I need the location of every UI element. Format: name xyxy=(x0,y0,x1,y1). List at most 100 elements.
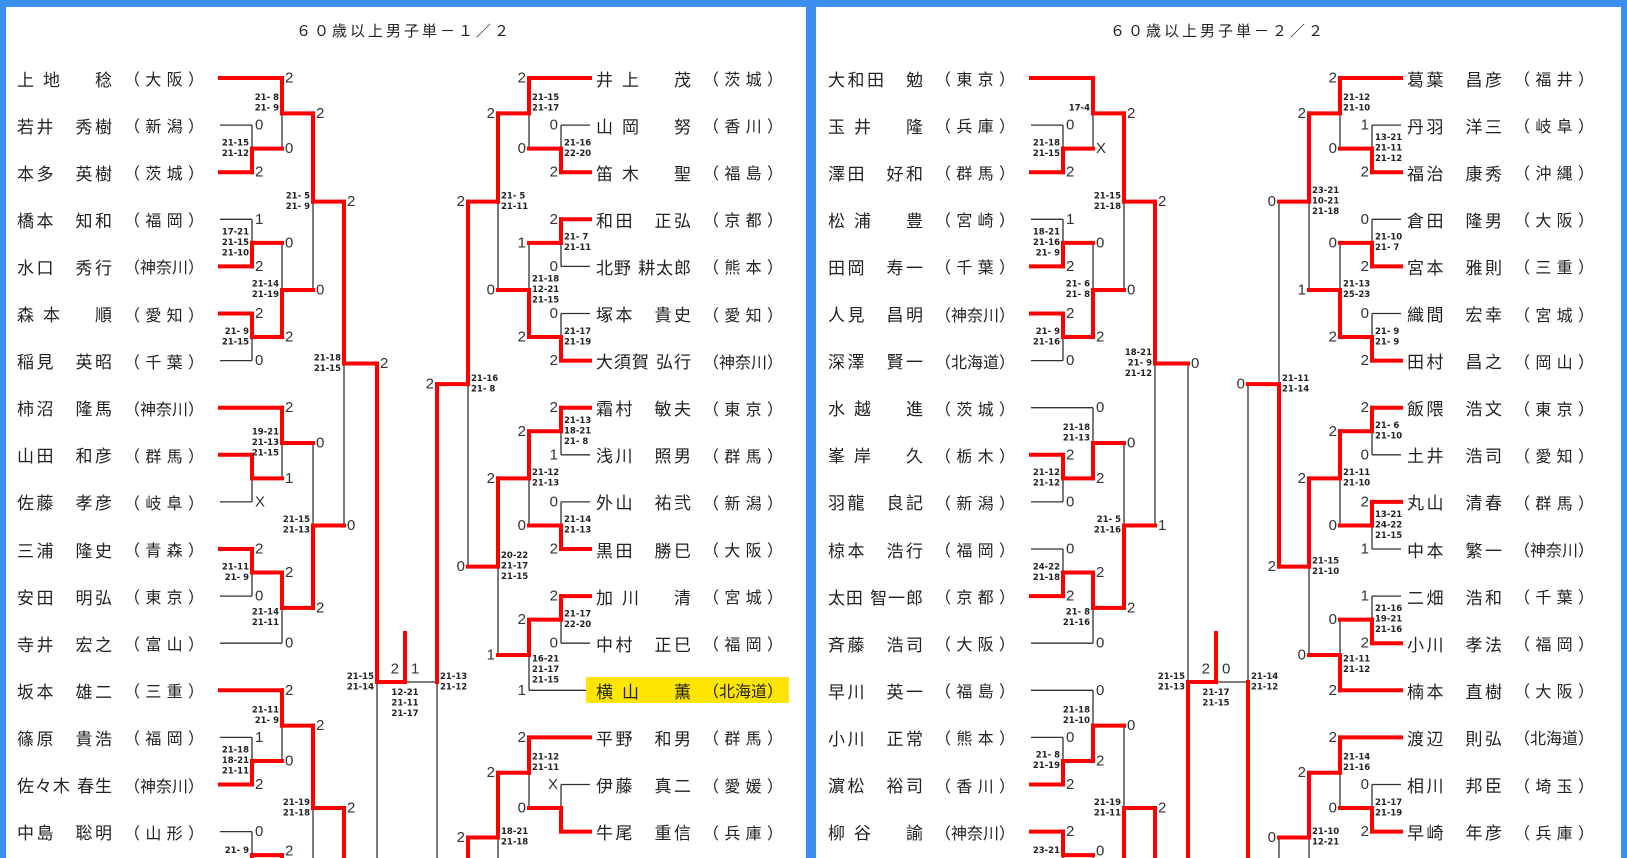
game-count: 2 xyxy=(1158,193,1166,210)
player-name: 山岡 努 xyxy=(596,117,691,138)
player-prefecture: （京都） xyxy=(703,211,783,231)
player-name: 伊藤 真二 xyxy=(596,777,691,797)
game-count: 2 xyxy=(1298,105,1306,122)
player-prefecture: （大阪） xyxy=(1514,682,1594,702)
game-count: 0 xyxy=(1066,729,1074,746)
game-count: 2 xyxy=(285,843,293,858)
player-name: 椋本 浩行 xyxy=(828,541,923,562)
match-score: 21-15 xyxy=(1375,531,1402,541)
player-prefecture: （宮城） xyxy=(1514,305,1594,325)
match-score: 21-16 xyxy=(1033,238,1060,248)
match-score: 21-11 xyxy=(252,705,279,715)
final-score: 21-15 xyxy=(1202,699,1229,709)
game-count: 2 xyxy=(1361,164,1369,181)
match-score: 21-12 xyxy=(1033,468,1060,478)
game-count: 0 xyxy=(1329,517,1337,534)
game-count: 0 xyxy=(550,117,558,134)
game-count: 2 xyxy=(1268,558,1276,575)
player-name: 葛葉 昌彦 xyxy=(1407,70,1502,91)
game-count: 0 xyxy=(518,517,526,534)
game-count: 0 xyxy=(1361,211,1369,228)
player-prefecture: （福岡） xyxy=(935,541,1015,560)
game-count: 2 xyxy=(1329,423,1337,440)
game-count: X xyxy=(1096,140,1106,157)
player-name: 大和田 勉 xyxy=(828,70,923,91)
match-score: 21-17 xyxy=(501,562,528,572)
match-score: 21-12 xyxy=(1125,369,1152,379)
match-score: 21-14 xyxy=(1251,672,1278,682)
game-count: 2 xyxy=(426,376,434,393)
match-score: 18-21 xyxy=(1033,227,1060,237)
match-score: 24-22 xyxy=(1033,562,1060,572)
match-score: 21-10 xyxy=(1063,716,1090,726)
match-score-block: 21- 521- 9 xyxy=(286,191,310,212)
player-prefecture: （福島） xyxy=(703,164,783,184)
game-count: 2 xyxy=(1361,258,1369,275)
player-entry: 上地 稔（大阪） xyxy=(17,65,204,91)
player-entry: 田村 昌之（岡山） xyxy=(1407,348,1594,374)
player-entry: 稲見 英昭（千葉） xyxy=(17,348,204,374)
game-count: 0 xyxy=(1096,399,1104,416)
player-name: 小川 正常 xyxy=(828,729,923,750)
match-score: 21-17 xyxy=(532,665,559,675)
game-count: 0 xyxy=(1096,843,1104,858)
match-score: 21-16 xyxy=(1343,763,1370,773)
game-count: 2 xyxy=(487,105,495,122)
match-score: 21- 6 xyxy=(1066,280,1090,290)
match-score: 21-10 xyxy=(1343,479,1370,489)
game-count: 0 xyxy=(1237,376,1245,393)
match-score: 18-21 xyxy=(501,827,528,837)
match-score: 21-11 xyxy=(1094,808,1121,818)
match-score: 21- 9 xyxy=(255,716,279,726)
game-count: 2 xyxy=(518,70,526,87)
match-score: 21-10 xyxy=(1375,233,1402,243)
game-count: 2 xyxy=(1329,70,1337,87)
player-entry: 斉藤 浩司（大阪） xyxy=(828,630,1015,656)
player-prefecture: （山形） xyxy=(124,823,204,843)
match-score: 21- 8 xyxy=(564,437,588,447)
match-score: 21-10 xyxy=(1312,827,1339,837)
player-prefecture: （熊本） xyxy=(935,729,1015,749)
match-score: 21-18 xyxy=(1094,202,1121,212)
player-entry: 牛尾 重信（兵庫） xyxy=(596,819,783,845)
match-score: 18-21 xyxy=(1125,348,1152,358)
game-count: 0 xyxy=(1096,682,1104,699)
final-count: 1 xyxy=(411,661,419,678)
player-prefecture: （沖縄） xyxy=(1514,164,1594,184)
player-name: 上地 稔 xyxy=(17,70,112,91)
player-name: 田岡 寿一 xyxy=(828,258,923,279)
player-name: 田村 昌之 xyxy=(1407,353,1502,374)
game-count: 2 xyxy=(255,305,263,322)
match-score: 21-13 xyxy=(532,479,559,489)
player-name: 柳谷 諭 xyxy=(828,824,923,845)
player-name: 牛尾 重信 xyxy=(596,824,691,845)
match-score: 17-4 xyxy=(1069,103,1090,113)
player-entry: 倉田 隆男（大阪） xyxy=(1407,206,1594,232)
player-prefecture: （愛知） xyxy=(124,305,204,325)
player-prefecture: （東京） xyxy=(703,399,783,419)
game-count: 2 xyxy=(457,193,465,210)
match-score: 12-21 xyxy=(532,285,559,295)
match-score: 21- 8 xyxy=(471,384,495,394)
player-name: 外山 祐弐 xyxy=(596,494,691,515)
match-score: 21-15 xyxy=(222,138,249,148)
player-entry: 若井 秀樹（新潟） xyxy=(17,112,204,138)
match-score: 21-12 xyxy=(532,752,559,762)
player-name: 平野 和男 xyxy=(596,729,691,750)
player-entry: 黒田 勝巳（大阪） xyxy=(596,536,783,562)
match-score: 21-11 xyxy=(532,763,559,773)
game-count: 0 xyxy=(316,281,324,298)
match-score: 20-22 xyxy=(501,551,528,561)
player-name: 福治 康秀 xyxy=(1407,164,1502,185)
game-count: 1 xyxy=(1361,541,1369,558)
game-count: 2 xyxy=(457,829,465,846)
player-entry: 丹羽 洋三（岐阜） xyxy=(1407,112,1594,138)
